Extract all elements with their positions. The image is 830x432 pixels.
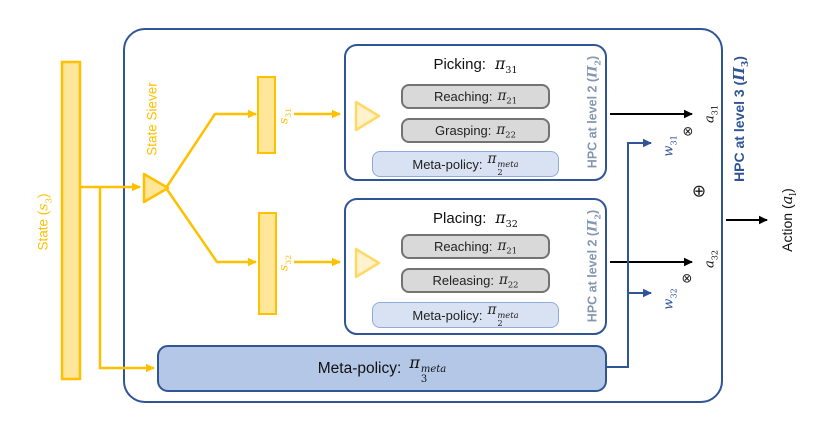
hpc2-math-1: Π2 — [585, 59, 603, 78]
placing-releasing-policy: Releasing: π22 — [401, 268, 550, 293]
a32-label: a32 — [702, 249, 720, 269]
reaching2-label: Reaching: — [433, 239, 493, 254]
placing-hpc2-box: Placing: π32 Reaching: π21 Releasing: π22 M… — [344, 198, 607, 335]
action-suffix: ) — [779, 188, 796, 193]
hpc2-math-2: Π2 — [585, 213, 603, 232]
oplus-symbol: ⊕ — [691, 181, 707, 202]
placing-hpc2-side-label: HPC at level 2 (Π2) — [586, 210, 603, 322]
placing-meta-label: Meta-policy: — [412, 307, 483, 323]
hpc2-suffix-2: ) — [585, 209, 600, 214]
state-label: State (s3) — [36, 193, 55, 250]
state-bar — [60, 60, 82, 381]
reaching2-math: π21 — [497, 237, 518, 256]
placing-reaching-policy: Reaching: π21 — [401, 234, 550, 259]
picking-grasping-policy: Grasping: π22 — [401, 118, 550, 143]
w31-label: w31 — [661, 135, 679, 157]
releasing-math: π22 — [498, 271, 519, 290]
state-label-suffix: ) — [35, 193, 51, 198]
a31-label: a31 — [702, 104, 720, 124]
grasping-math: π22 — [496, 121, 516, 140]
grasping-label: Grasping: — [435, 123, 492, 138]
hpc2-suffix-1: ) — [585, 55, 600, 60]
picking-reaching-policy: Reaching: π21 — [401, 84, 550, 109]
otimes-symbol-1: ⊗ — [682, 124, 694, 140]
picking-hpc2-box: Picking: π31 Reaching: π21 Grasping: π22 Me… — [344, 44, 607, 181]
state-siever-text: State Siever — [144, 82, 160, 156]
hpc3-prefix: HPC at level 3 ( — [731, 80, 748, 182]
picking-hpc2-side-label: HPC at level 2 (Π2) — [586, 56, 603, 168]
placing-title: Placing: π32 — [346, 209, 605, 230]
picking-title-text: Picking: — [433, 56, 486, 73]
s31-label: s31 — [275, 107, 293, 125]
reaching-label: Reaching: — [433, 89, 493, 104]
action-output-label: Action (al) — [779, 188, 799, 252]
state-label-math: s3 — [35, 197, 55, 211]
picking-meta-label: Meta-policy: — [412, 156, 483, 172]
picking-title: Picking: π31 — [346, 55, 605, 76]
state-label-prefix: State ( — [35, 210, 51, 251]
placing-title-math: π32 — [495, 209, 518, 231]
hpc3-side-label: HPC at level 3 (Π3) — [731, 56, 751, 182]
otimes-symbol-2: ⊗ — [681, 271, 693, 287]
w32-label: w32 — [661, 288, 679, 310]
action-prefix: Action ( — [779, 204, 796, 252]
placing-title-text: Placing: — [433, 210, 487, 227]
hpc3-suffix: ) — [731, 56, 748, 61]
releasing-label: Releasing: — [432, 273, 494, 288]
hpc3-math: Π3 — [731, 60, 751, 81]
hpc2-prefix-1: HPC at level 2 ( — [585, 77, 600, 169]
reaching-math: π21 — [497, 87, 518, 106]
action-math: al — [779, 192, 799, 205]
state-siever-label: State Siever — [145, 82, 160, 156]
picking-title-math: π31 — [494, 55, 518, 77]
s32-label: s32 — [275, 254, 293, 272]
meta3-label: Meta-policy: — [317, 359, 402, 377]
hpc2-prefix-2: HPC at level 2 ( — [585, 231, 600, 323]
